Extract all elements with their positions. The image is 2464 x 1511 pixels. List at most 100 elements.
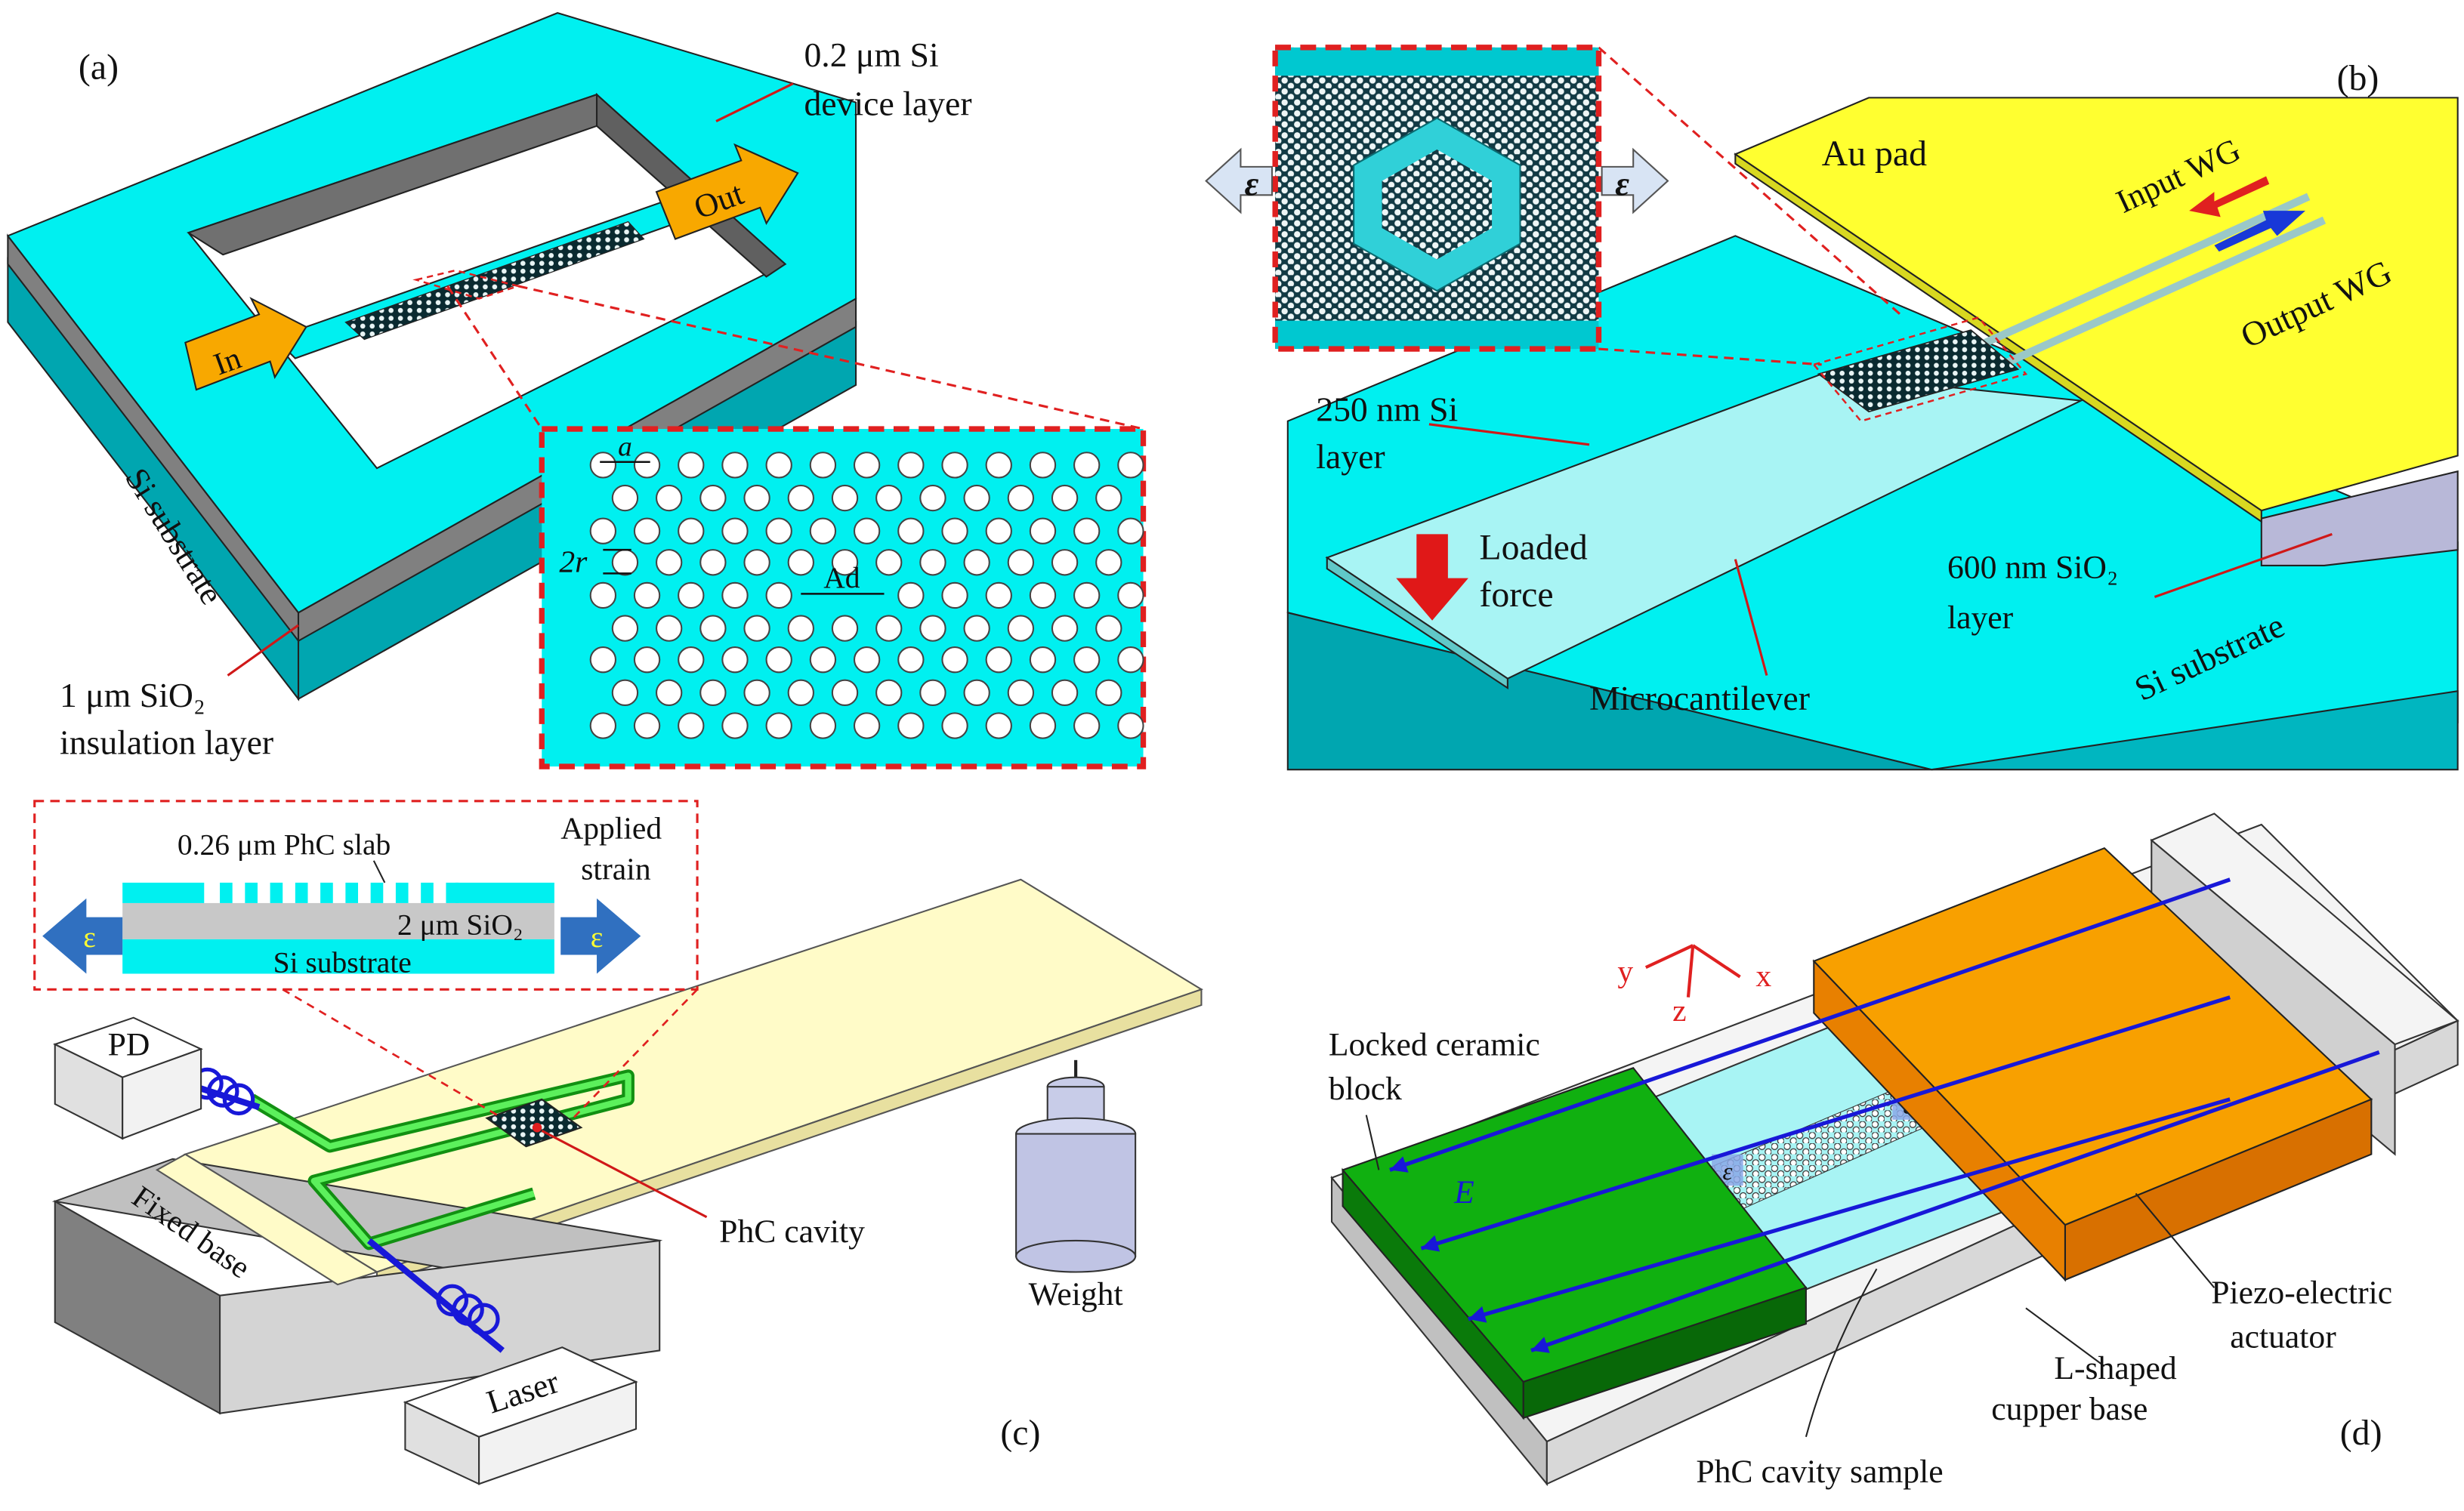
insulation-label-2: insulation layer [60, 723, 273, 761]
phc-hole [589, 712, 617, 739]
phc-cavity-dot [532, 1122, 542, 1133]
phc-hole [1029, 517, 1057, 544]
phc-hole [633, 712, 661, 739]
phc-hole [809, 712, 837, 739]
phc-hole [941, 712, 968, 739]
phc-hole [743, 615, 770, 642]
phc-hole [919, 615, 946, 642]
radius-label: 2r [559, 544, 588, 578]
ceramic-label-2: block [1329, 1071, 1402, 1107]
strain-label-left-c: ε [83, 920, 96, 954]
phc-hole [919, 679, 946, 707]
inset-b-bottom-strip [1275, 320, 1599, 350]
phc-hole [919, 484, 946, 512]
strain-arrow-left-c [42, 898, 123, 974]
phc-hole [831, 679, 859, 707]
device-layer-label-2: device layer [804, 84, 971, 122]
phc-hole [743, 484, 770, 512]
sio2-label-1: 600 nm SiO₂ [1947, 550, 2118, 586]
piezo-leader [2135, 1192, 2215, 1288]
phc-hole [589, 452, 617, 479]
axis-y-label: y [1617, 954, 1633, 988]
phc-hole [919, 549, 946, 576]
phc-hole [699, 615, 727, 642]
zoom-line-b2 [1598, 347, 1822, 366]
phc-slab-left [122, 882, 205, 903]
phc-hole [853, 452, 881, 479]
phc-hole [655, 615, 683, 642]
field-line [1420, 995, 2231, 1250]
phc-zoom-box-b [1812, 316, 2028, 423]
field-arrowhead [1421, 1235, 1440, 1252]
out-arrow [655, 143, 799, 240]
phc-cavity-chip [485, 1098, 583, 1148]
device-layer-leader [715, 82, 794, 122]
phc-hole [875, 549, 903, 576]
phc-hole [699, 549, 727, 576]
phc-hole [765, 646, 792, 674]
phc-hole [963, 549, 990, 576]
sio2-label-2: layer [1947, 600, 2014, 636]
phc-hole [1007, 484, 1035, 512]
phc-cavity-label: PhC cavity [719, 1213, 865, 1250]
phc-hole [897, 712, 925, 739]
phc-hole [721, 646, 749, 674]
phc-hole [1029, 646, 1057, 674]
phc-hole [765, 517, 792, 544]
phc-hole [875, 484, 903, 512]
piezo-left [1813, 959, 2066, 1282]
in-arrow [184, 297, 307, 391]
slab-tooth [395, 882, 409, 903]
phc-hole [1051, 679, 1079, 707]
phc-hole [1117, 581, 1144, 609]
phc-hole [853, 712, 881, 739]
phc-hole [1095, 679, 1122, 707]
phc-hole [1007, 679, 1035, 707]
phc-hole [985, 517, 1012, 544]
phc-hole [589, 581, 617, 609]
strain-label-right-c: ε [591, 920, 604, 954]
phc-hole [853, 517, 881, 544]
substrate-label-c: Si substrate [273, 945, 412, 979]
phc-hole [1095, 549, 1122, 576]
phc-region-b [1817, 329, 2020, 413]
phc-hole [787, 679, 814, 707]
phc-hole [1073, 646, 1101, 674]
phc-hole [633, 581, 661, 609]
applied-strain-label-2: strain [581, 852, 651, 887]
si-layer-leader [1428, 423, 1590, 446]
phc-hole [941, 517, 968, 544]
insulation-label-1: 1 μm SiO₂ [60, 676, 205, 714]
slab-tooth [446, 882, 459, 903]
phc-hole [1095, 484, 1122, 512]
phc-hole [809, 646, 837, 674]
base-label-2: cupper base [1991, 1391, 2148, 1427]
weight-body [1015, 1133, 1137, 1257]
sample-label: PhC cavity sample [1696, 1454, 1943, 1490]
weight-body-bottom [1015, 1239, 1137, 1273]
phc-hole [897, 646, 925, 674]
panel-c-tag: (c) [1000, 1413, 1040, 1453]
phc-slab-right [455, 882, 554, 903]
phc-hole [611, 484, 639, 512]
cantilever-label: Microcantilever [1589, 679, 1810, 717]
field-line [1468, 1097, 2231, 1321]
panel-b: ε ε (b) Au pad Input WG Output WG 250 nm… [1205, 45, 2459, 771]
phc-hole [765, 581, 792, 609]
cross-section-inset [33, 800, 699, 991]
sio2-layer [122, 902, 554, 939]
phc-hole [963, 679, 990, 707]
phc-hole [875, 615, 903, 642]
phc-hole [655, 679, 683, 707]
slab-label: 0.26 μm PhC slab [178, 828, 391, 861]
phc-hole [611, 615, 639, 642]
phc-hole [743, 549, 770, 576]
phc-hole [1073, 452, 1101, 479]
phc-hole [985, 646, 1012, 674]
fiber-coil-laser [436, 1284, 500, 1336]
field-line [1389, 877, 2231, 1172]
laser-box-right [478, 1380, 638, 1485]
electric-field-lines [1389, 877, 2380, 1353]
phc-hole [809, 452, 837, 479]
si-layer-label-2: layer [1316, 437, 1385, 476]
